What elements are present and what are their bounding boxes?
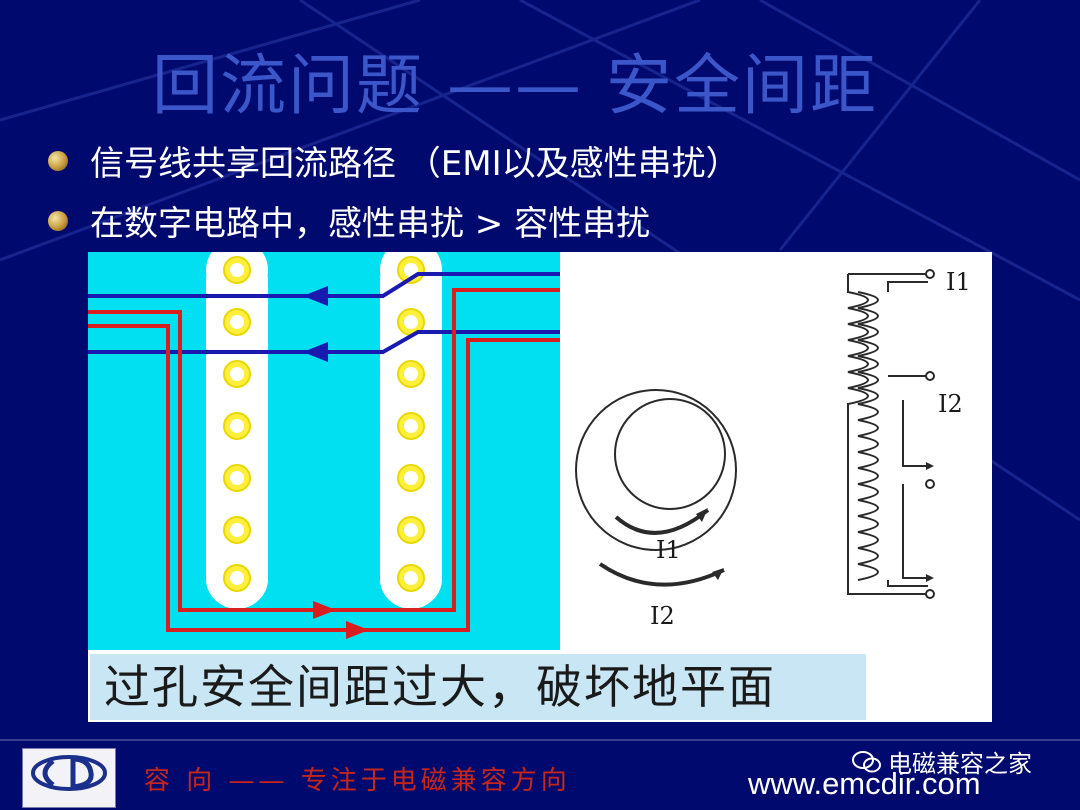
footer-slogan: 容 向 —— 专注于电磁兼容方向: [144, 766, 571, 796]
coupled-coils: [847, 273, 928, 595]
coil-label-i1: I1: [946, 268, 971, 296]
via-column-left: [206, 252, 268, 609]
signal-traces: [88, 272, 560, 354]
coil-terminals: [925, 269, 935, 599]
footer-url[interactable]: www.emcdir.com: [748, 766, 981, 801]
signal-arrow: [303, 286, 328, 306]
return-arrow: [346, 621, 369, 639]
bullet-icon: [48, 150, 68, 171]
loop-label-i2: I2: [650, 602, 675, 630]
loop-arrow: [712, 568, 724, 580]
bullet-text: 信号线共享回流路径 （EMI以及感性串扰）: [90, 144, 740, 184]
via-spacing-figure: I1 I2 I1 I2: [88, 252, 992, 722]
coil-label-i2: I2: [938, 390, 963, 418]
return-arrow: [313, 601, 336, 619]
bullet-item: 在数字电路中，感性串扰 > 容性串扰: [48, 196, 650, 245]
bullet-text: 在数字电路中，感性串扰 > 容性串扰: [90, 204, 651, 244]
current-loops: [575, 389, 737, 587]
coil-dot: [926, 462, 934, 470]
signal-arrow: [303, 342, 328, 362]
figure-caption: 过孔安全间距过大，破坏地平面: [90, 654, 866, 720]
slide-title: 回流问题 —— 安全间距: [152, 47, 878, 124]
coil-dot: [926, 574, 934, 582]
bullet-icon: [48, 210, 68, 231]
loop-arrow: [696, 508, 708, 522]
via-column-right: [380, 252, 442, 609]
company-logo: [22, 748, 116, 808]
wechat-name: 电磁兼容之家: [888, 750, 1032, 778]
loop-label-i1: I1: [656, 536, 681, 564]
wechat-badge: 电磁兼容之家: [852, 744, 1032, 779]
bullet-item: 信号线共享回流路径 （EMI以及感性串扰）: [48, 136, 740, 185]
wechat-icon: [852, 750, 881, 772]
